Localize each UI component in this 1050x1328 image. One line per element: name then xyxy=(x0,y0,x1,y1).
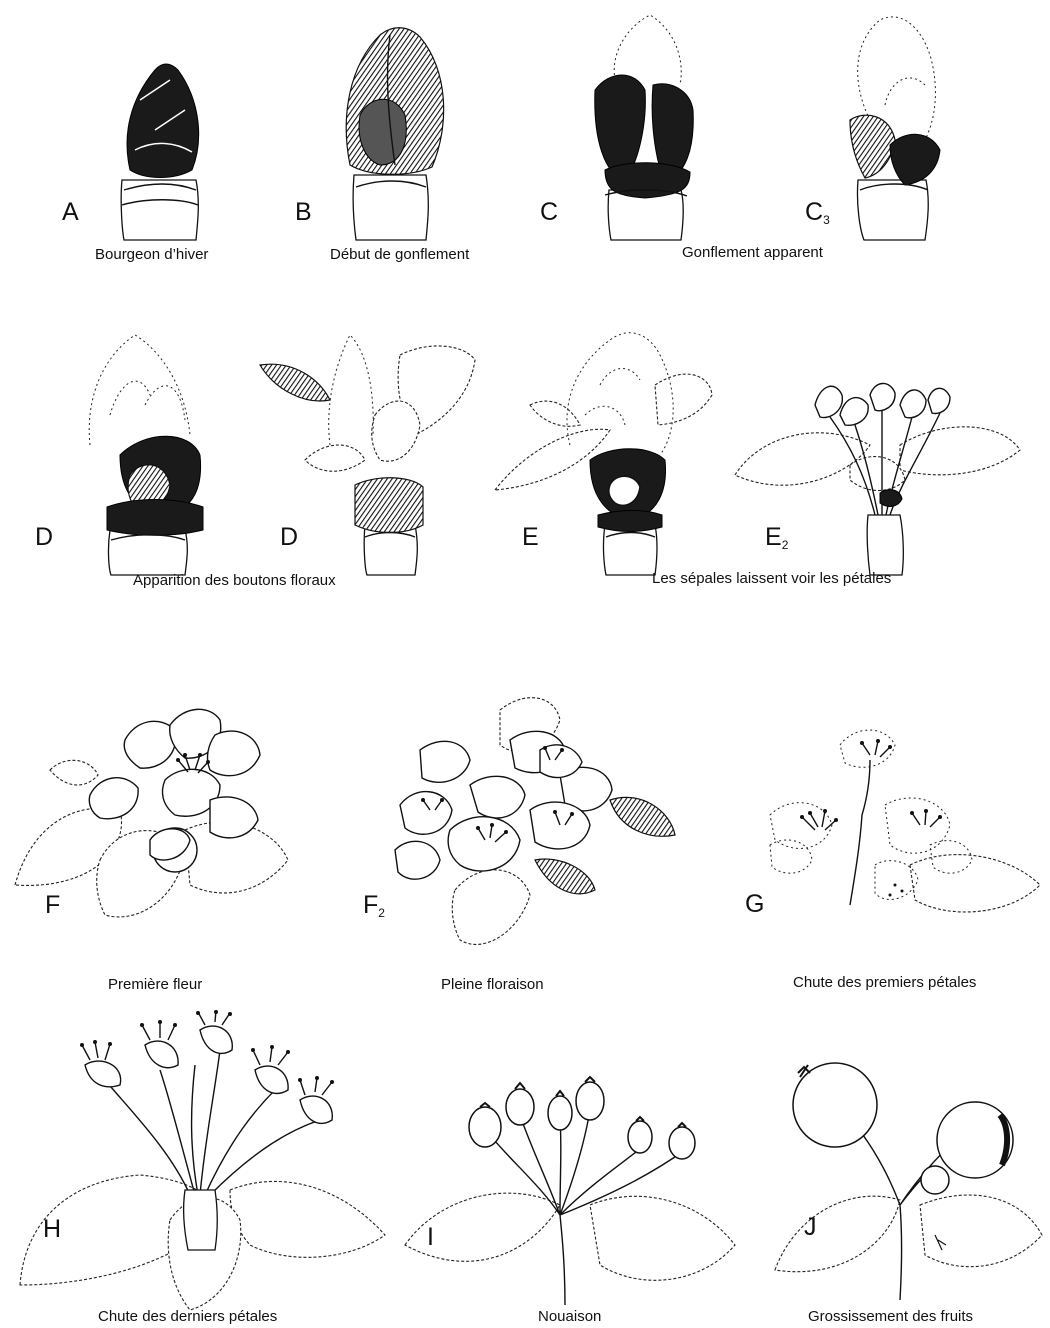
caption-d: Apparition des boutons floraux xyxy=(133,573,336,588)
stage-f: F xyxy=(10,700,300,930)
stage-e2: E2 xyxy=(730,375,1030,575)
stage-letter: A xyxy=(62,200,79,225)
visible-swelling-bud-icon xyxy=(585,10,715,240)
stage-letter: F xyxy=(45,893,60,918)
stage-letter: C xyxy=(540,200,558,225)
visible-swelling-bud-late-icon xyxy=(830,10,970,240)
stage-b: B xyxy=(330,15,470,240)
petal-fall-end-icon xyxy=(10,1010,400,1310)
stage-letter: B xyxy=(295,200,312,225)
caption-h: Chute des derniers pétales xyxy=(98,1309,277,1324)
flower-buds-appear-icon xyxy=(75,325,215,575)
stage-c: C xyxy=(585,10,715,240)
caption-f2: Pleine floraison xyxy=(441,977,544,992)
caption-g: Chute des premiers pétales xyxy=(793,975,976,990)
stage-g: G xyxy=(730,705,1050,945)
stage-i: I xyxy=(400,1065,740,1305)
petal-fall-start-icon xyxy=(730,705,1050,945)
stage-letter: F2 xyxy=(363,893,385,919)
caption-j: Grossissement des fruits xyxy=(808,1309,973,1324)
stage-d1: D xyxy=(75,325,215,575)
stage-j: J xyxy=(770,1055,1045,1300)
fruit-growth-icon xyxy=(770,1055,1045,1300)
full-bloom-icon xyxy=(360,690,680,960)
stage-letter: E2 xyxy=(765,525,788,551)
winter-bud-icon xyxy=(100,40,240,240)
stage-letter: E xyxy=(522,525,539,550)
stage-letter: D xyxy=(35,525,53,550)
stage-f2: F2 xyxy=(360,690,680,960)
stage-letter: D xyxy=(280,525,298,550)
fruit-set-icon xyxy=(400,1065,740,1305)
stage-c3: C3 xyxy=(830,10,970,240)
stage-d2: D xyxy=(255,325,485,575)
stage-letter: J xyxy=(804,1215,817,1240)
stage-e: E xyxy=(490,315,720,575)
stage-h: H xyxy=(10,1010,400,1310)
caption-b: Début de gonflement xyxy=(330,247,469,262)
stage-letter: H xyxy=(43,1217,61,1242)
stage-letter: C3 xyxy=(805,200,830,226)
swelling-bud-icon xyxy=(330,15,470,240)
caption-c: Gonflement apparent xyxy=(682,245,823,260)
stage-letter: I xyxy=(427,1225,434,1250)
caption-f: Première fleur xyxy=(108,977,202,992)
stage-a: A xyxy=(100,40,240,240)
caption-e: Les sépales laissent voir les pétales xyxy=(652,571,891,586)
stage-letter: G xyxy=(745,892,764,917)
caption-a: Bourgeon d’hiver xyxy=(95,247,208,262)
caption-i: Nouaison xyxy=(538,1309,601,1324)
